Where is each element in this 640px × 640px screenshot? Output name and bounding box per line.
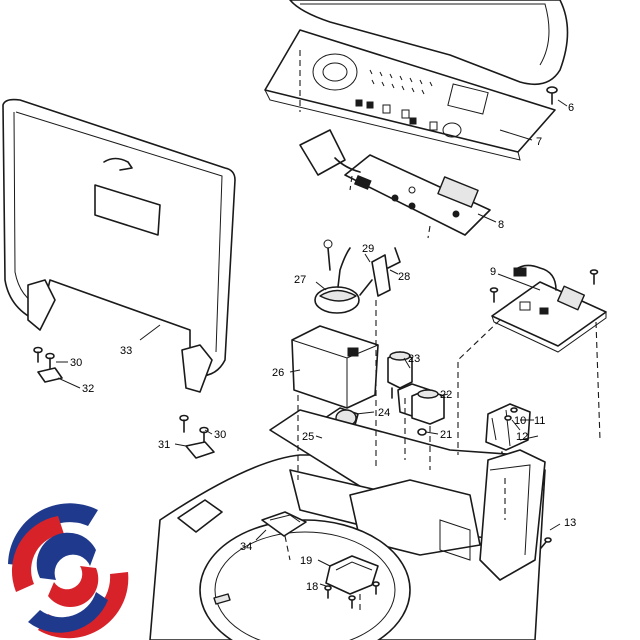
label-18-bottom: 18 [306,581,318,593]
hinge-left [33,346,63,383]
door-lock [485,403,531,479]
assembly-lines [284,50,601,612]
valve-21 [417,428,427,436]
label-7: 7 [536,136,542,148]
base-cabinet [149,409,546,640]
label-9: 9 [490,266,496,278]
circular-swirl-logo-icon [8,503,129,639]
valve-22 [397,383,445,425]
label-30-right: 30 [214,429,226,441]
label-22: 22 [440,389,452,401]
label-33: 33 [120,345,132,357]
hinge-right [179,414,215,459]
label-21: 21 [440,429,452,441]
label-26: 26 [272,367,284,379]
top-cover [289,0,569,86]
screws-18 [324,581,380,609]
label-8: 8 [498,219,504,231]
display-board [299,129,491,236]
pressure-switch [314,239,401,314]
label-31: 31 [158,439,170,451]
label-24: 24 [378,407,390,419]
label-30-left: 30 [70,357,82,369]
label-19: 19 [300,555,312,567]
label-34: 34 [240,541,252,553]
control-panel [264,29,556,161]
label-6: 6 [568,102,574,114]
label-32: 32 [82,383,94,395]
label-23: 23 [408,353,420,365]
part-labels: 6 7 8 9 11 10 12 13 18 19 21 22 23 24 25… [70,102,576,593]
screw-13 [540,537,552,549]
label-12: 12 [516,431,528,443]
screws-9 [489,269,599,303]
part-19 [325,555,379,595]
label-13: 13 [564,517,576,529]
lid [2,98,236,393]
filter-box [291,325,379,409]
part-34 [261,511,307,537]
main-board [491,264,607,353]
label-29: 29 [362,243,374,255]
screw-6 [546,86,558,105]
leader-lines [56,99,568,587]
label-25: 25 [302,431,314,443]
label-11: 11 [534,415,545,427]
label-27: 27 [294,274,306,286]
label-28: 28 [398,271,410,283]
label-10: 10 [514,415,526,427]
